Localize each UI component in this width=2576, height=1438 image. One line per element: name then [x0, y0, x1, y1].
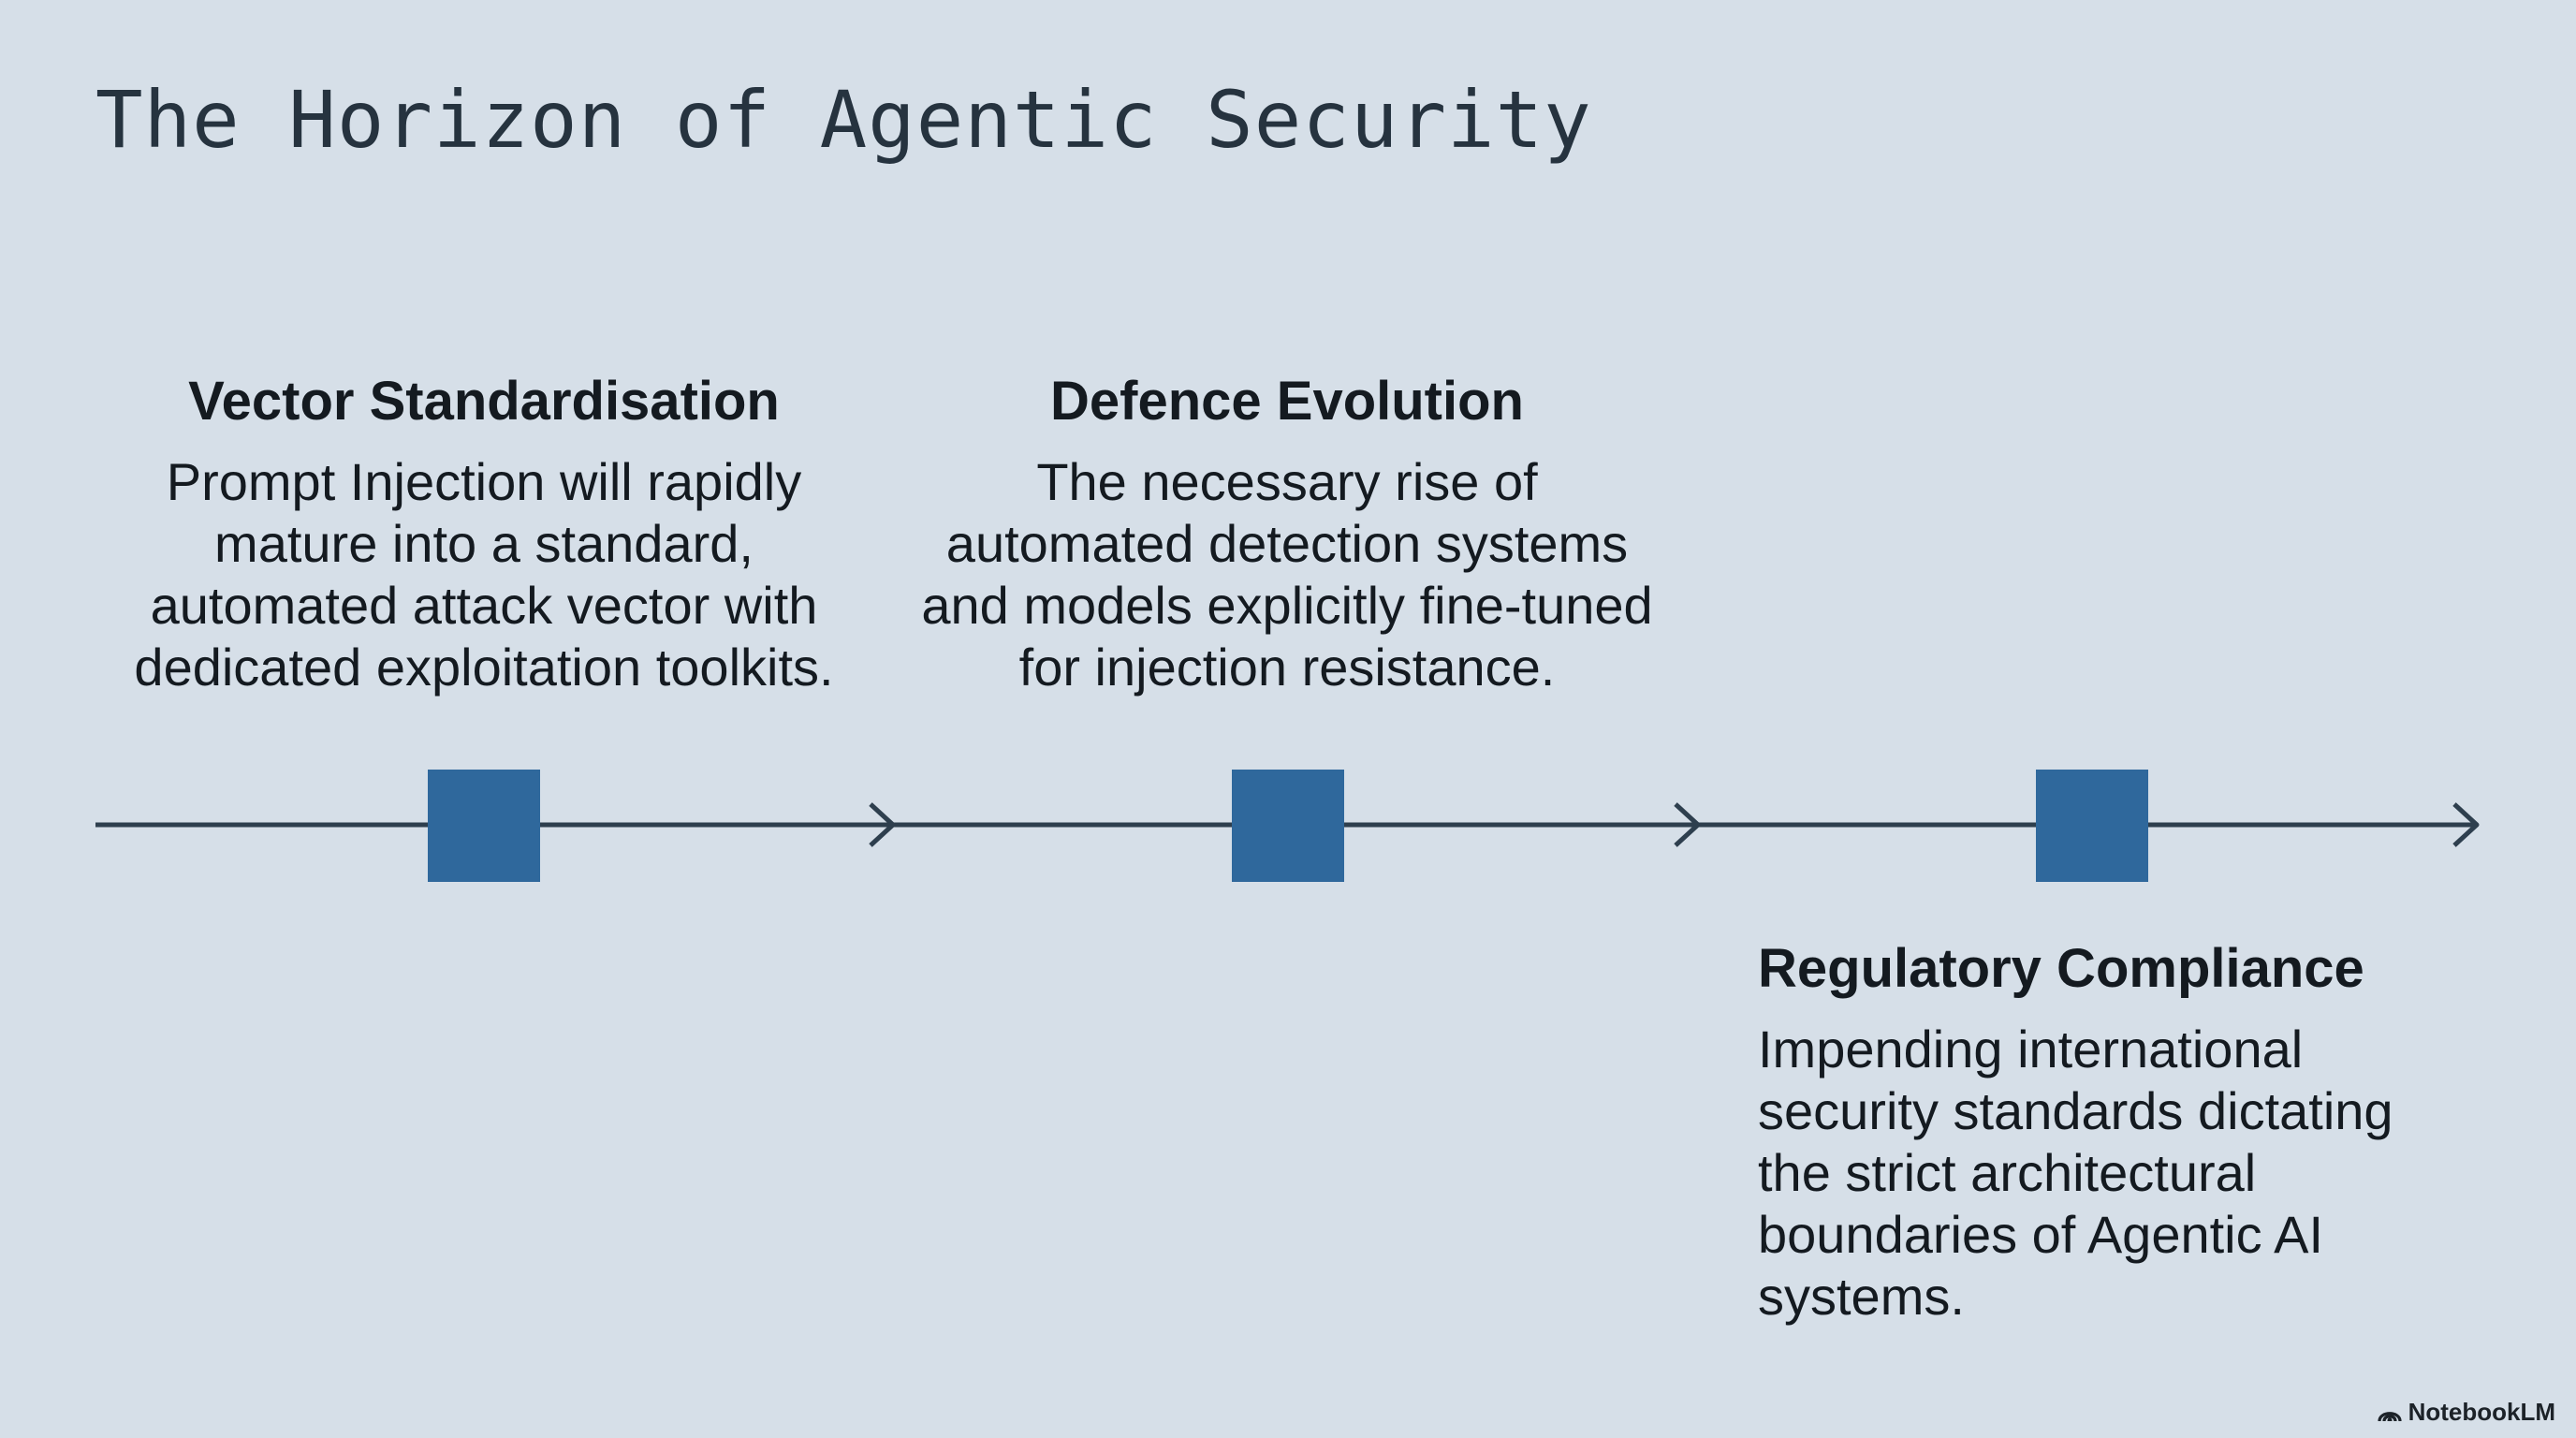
chevron-right-icon	[869, 802, 896, 847]
description-line: boundaries of Agentic AI	[1758, 1204, 2323, 1264]
description-line: Prompt Injection will rapidly	[166, 451, 802, 511]
milestone-defence-evolution: Defence Evolution The necessary rise of …	[899, 369, 1676, 698]
milestone-marker-3	[2036, 770, 2148, 882]
milestone-description: Prompt Injection will rapidly mature int…	[95, 451, 872, 698]
milestone-title: Defence Evolution	[1050, 371, 1524, 432]
milestone-marker-2	[1232, 770, 1344, 882]
description-line: dedicated exploitation toolkits.	[134, 637, 834, 697]
description-line: automated attack vector with	[150, 575, 818, 635]
description-line: the strict architectural	[1758, 1142, 2257, 1202]
milestone-description: Impending international security standar…	[1758, 1019, 2469, 1328]
description-line: automated detection systems	[945, 513, 1629, 573]
notebooklm-badge: NotebookLM	[2377, 1398, 2555, 1427]
description-line: The necessary rise of	[1036, 451, 1538, 511]
description-line: mature into a standard,	[214, 513, 754, 573]
milestone-regulatory-compliance: Regulatory Compliance Impending internat…	[1758, 936, 2469, 1328]
description-line: Impending international	[1758, 1019, 2304, 1078]
chevron-right-icon	[1674, 802, 1701, 847]
brand-label: NotebookLM	[2408, 1398, 2555, 1426]
milestone-description: The necessary rise of automated detectio…	[899, 451, 1676, 698]
milestone-title: Regulatory Compliance	[1758, 938, 2364, 999]
milestone-vector-standardisation: Vector Standardisation Prompt Injection …	[95, 369, 872, 698]
arrow-right-icon	[2452, 802, 2480, 847]
notebooklm-logo-icon	[2377, 1411, 2402, 1421]
description-line: and models explicitly fine-tuned	[921, 575, 1653, 635]
description-line: systems.	[1758, 1266, 1965, 1326]
milestone-title: Vector Standardisation	[188, 371, 780, 432]
slide-title: The Horizon of Agentic Security	[95, 74, 1592, 166]
milestone-marker-1	[428, 770, 540, 882]
description-line: for injection resistance.	[1018, 637, 1556, 697]
description-line: security standards dictating	[1758, 1080, 2393, 1140]
